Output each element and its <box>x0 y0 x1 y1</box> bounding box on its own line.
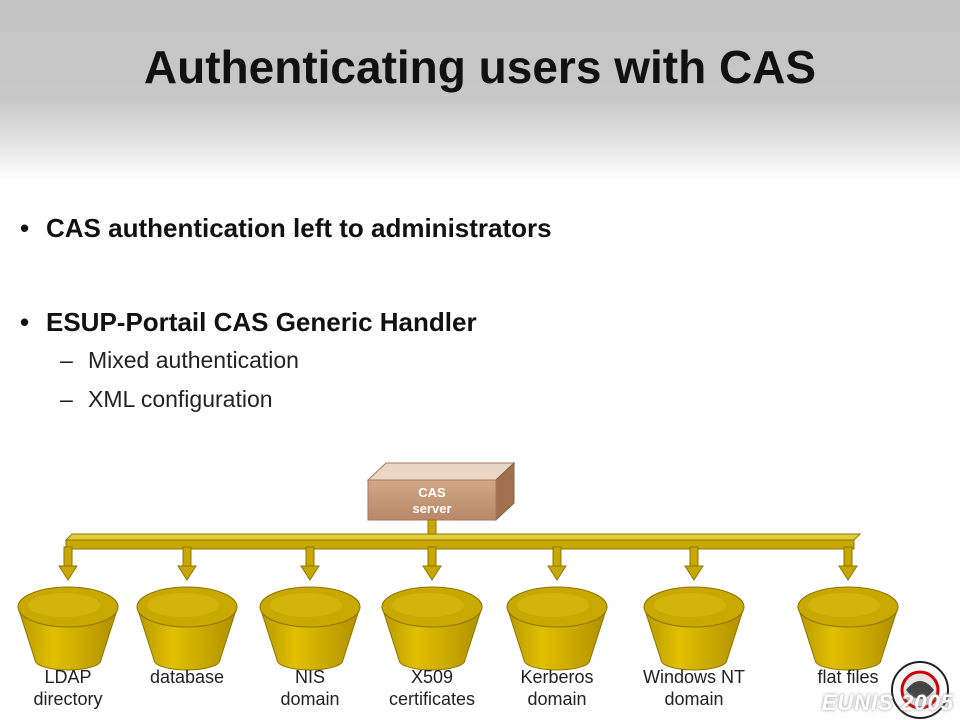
backend-label-line2: domain <box>280 689 340 709</box>
backend-label-line1: NIS <box>294 667 325 687</box>
server-label-line2: server <box>412 501 451 516</box>
eunis-logo: EUNIS 2005 <box>820 650 960 720</box>
backend-cylinder <box>506 586 608 671</box>
connector-drops <box>58 546 858 581</box>
bus-top-face <box>64 533 862 541</box>
connector-drop <box>422 546 442 581</box>
connector-drop <box>547 546 567 581</box>
sub-bullet-text: Mixed authentication <box>88 347 299 373</box>
server-box-top <box>366 462 516 481</box>
sub-bullet-text: XML configuration <box>88 386 273 412</box>
sub-bullet-marker: – <box>60 386 73 412</box>
cas-server-box: CAS server <box>366 461 516 522</box>
bullet-marker: • <box>20 213 30 243</box>
connector-drop <box>177 546 197 581</box>
connector-drop <box>58 546 78 581</box>
bullet-marker: • <box>20 307 30 337</box>
backend-label: flat files <box>778 666 918 688</box>
backend-cylinders <box>17 586 899 671</box>
backend-label: database <box>117 666 257 688</box>
slide-title: Authenticating users with CAS <box>143 41 817 93</box>
backend-cylinder <box>797 586 899 671</box>
connector-drop <box>684 546 704 581</box>
backend-label-line1: flat files <box>817 667 879 687</box>
header-band <box>0 0 960 180</box>
backend-label-line1: Kerberos <box>520 667 594 687</box>
eunis-logo-text: EUNIS 2005 <box>821 690 954 715</box>
backend-label-line1: Windows NT <box>642 667 745 687</box>
connector-drop <box>300 546 320 581</box>
backend-cylinder <box>136 586 238 671</box>
backend-label-line1: X509 <box>410 667 454 687</box>
backend-cylinder <box>381 586 483 671</box>
backend-label-line1: LDAP <box>44 667 92 687</box>
backend-cylinder <box>643 586 745 671</box>
backend-cylinder <box>259 586 361 671</box>
server-label-line1: CAS <box>418 485 446 500</box>
backend-cylinder <box>17 586 119 671</box>
backend-label-line2: certificates <box>388 689 476 709</box>
eunis-globe-icon <box>891 661 949 719</box>
connector-bus <box>64 519 862 550</box>
backend-label-line1: database <box>149 667 225 687</box>
bullet-text: CAS authentication left to administrator… <box>46 213 552 243</box>
backend-label-line2: directory <box>33 689 103 709</box>
backend-label-line2: domain <box>664 689 724 709</box>
connector-drop <box>838 546 858 581</box>
sub-bullet-marker: – <box>60 347 73 373</box>
bullet-text: ESUP-Portail CAS Generic Handler <box>46 307 477 337</box>
backend-label-line2: domain <box>527 689 587 709</box>
